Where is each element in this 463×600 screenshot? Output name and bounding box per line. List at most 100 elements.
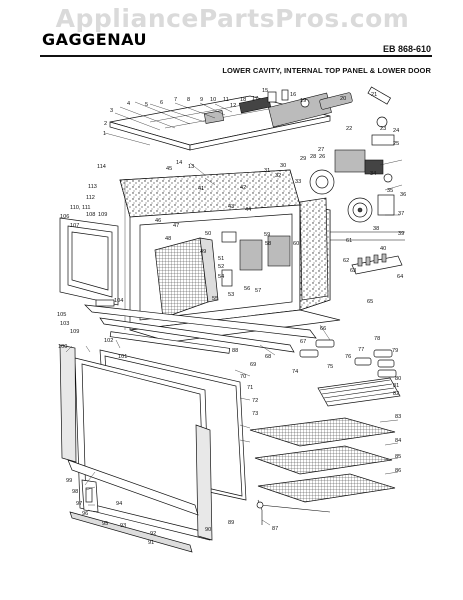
callout-5: 5 [145,102,148,108]
callout-33: 33 [295,179,301,185]
insulation-blocks [221,197,329,301]
callout-68: 68 [265,354,271,360]
callout-46: 46 [155,218,161,224]
callout-39: 39 [398,231,404,237]
broil-element [317,377,401,407]
callout-86: 86 [395,468,401,474]
callout-18: 18 [240,97,246,103]
callout-30: 30 [280,163,286,169]
callout-85: 85 [395,454,401,460]
terminal-block [330,231,405,275]
callout-26: 26 [319,154,325,160]
callout-106: 106 [60,214,69,220]
callout-113: 113 [88,184,97,190]
callout-92: 92 [150,531,156,537]
callout-43: 43 [228,204,234,210]
callout-11: 11 [223,97,229,103]
callout-42: 42 [240,185,246,191]
callout-91: 91 [148,540,154,546]
callout-77: 77 [358,347,364,353]
callout-73: 73 [252,411,258,417]
callout-71: 71 [247,385,253,391]
callout-96: 96 [82,511,88,517]
callout-15: 15 [262,88,268,94]
callout-2: 2 [104,121,107,127]
callout-97: 97 [76,501,82,507]
callout-1: 1 [103,131,106,137]
callout-41: 41 [198,186,204,192]
callout-66: 66 [320,326,326,332]
callout-6: 6 [160,100,163,106]
callout-53: 53 [228,292,234,298]
callout-100: 100 [58,344,67,350]
callout-105: 105 [57,312,66,318]
callout-57: 57 [255,288,261,294]
callout-101: 101 [118,354,127,360]
callout-90: 90 [205,527,211,533]
callout-labels: 1 2 3 4 5 6 7 8 9 10 11 12 13 14 15 16 1… [57,88,406,546]
callout-16: 16 [290,92,296,98]
callout-22: 22 [346,126,352,132]
callout-24: 24 [393,128,399,134]
callout-38: 38 [373,226,379,232]
callout-79: 79 [392,348,398,354]
callout-59: 59 [264,232,270,238]
callout-112: 112 [86,195,95,201]
callout-110-111: 110, 111 [70,205,91,211]
callout-83: 83 [395,414,401,420]
callout-8: 8 [187,97,190,103]
callout-47: 47 [173,223,179,229]
callout-84: 84 [395,438,401,444]
callout-102: 102 [104,338,113,344]
callout-108: 108 [86,212,95,218]
callout-12: 12 [230,103,236,109]
callout-40: 40 [380,246,386,252]
callout-103: 103 [60,321,69,327]
callout-35: 35 [387,188,393,194]
callout-109-bottom: 109 [70,329,79,335]
model-number: EB 868-610 [382,44,431,54]
callout-36: 36 [400,192,406,198]
callout-29: 29 [300,156,306,162]
watermark: AppliancePartsPros.com [55,4,410,33]
callout-99: 99 [66,478,72,484]
convection-motor-assembly [309,116,395,223]
callout-21: 21 [371,92,377,98]
callout-56: 56 [244,286,250,292]
callout-88: 88 [232,348,238,354]
callout-49: 49 [200,249,206,255]
fan-grill [154,237,219,319]
callout-17: 17 [252,96,258,102]
callout-69: 69 [250,362,256,368]
header-rule [40,55,432,57]
callout-3: 3 [110,108,113,114]
callout-104: 104 [114,298,123,304]
oven-rack [249,417,396,503]
callout-93: 93 [120,523,126,529]
brand-logo: GAGGENAU [42,30,147,49]
callout-27: 27 [318,147,324,153]
callout-14: 14 [176,160,182,166]
callout-89: 89 [228,520,234,526]
callout-34: 34 [370,171,376,177]
callout-81: 81 [393,383,399,389]
callout-67: 67 [300,339,306,345]
callout-51: 51 [218,256,224,262]
callout-25: 25 [393,141,399,147]
lower-door-assembly [59,344,247,553]
callout-32: 32 [275,173,281,179]
callout-7: 7 [174,97,177,103]
top-components [238,86,392,128]
callout-87: 87 [272,526,278,532]
callout-63: 63 [350,268,356,274]
door-hinge [81,479,99,513]
callout-55: 55 [212,296,218,302]
callout-109: 109 [98,212,107,218]
callout-60: 60 [293,241,299,247]
callout-65: 65 [367,299,373,305]
callout-64: 64 [397,274,403,280]
inner-door-frame [59,217,119,306]
callout-70: 70 [240,374,246,380]
meat-probe [256,499,331,525]
